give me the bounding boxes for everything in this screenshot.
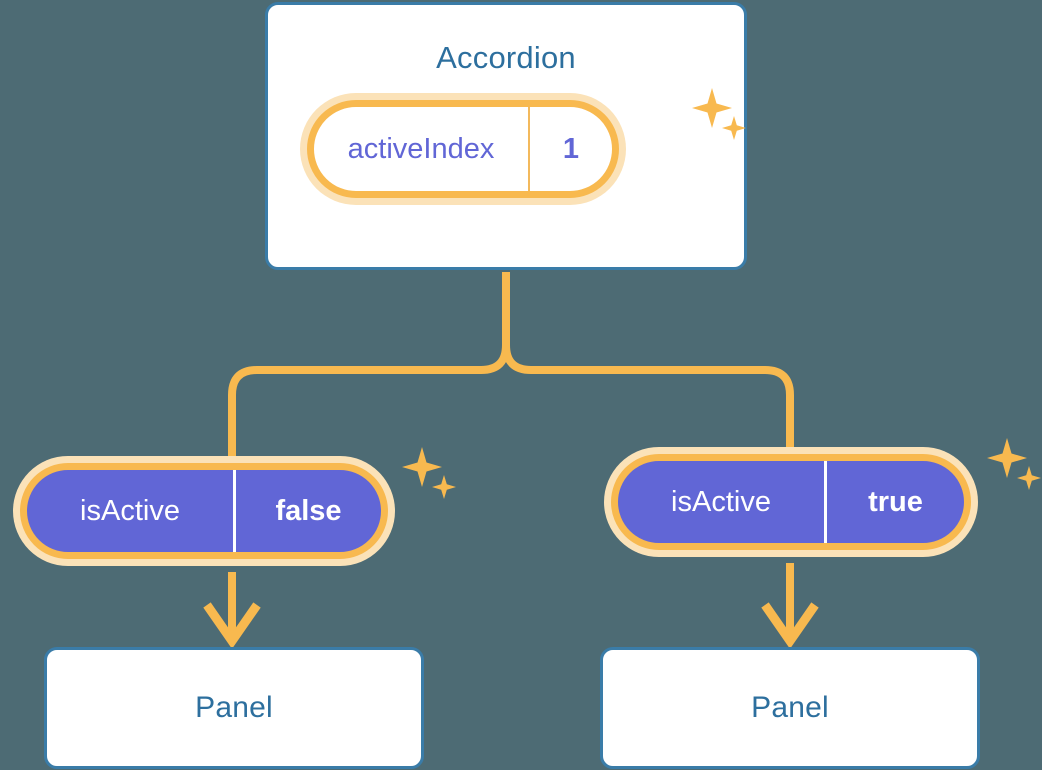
- connector-branch-left: [228, 272, 510, 463]
- prop-pill[interactable]: isActive false: [20, 463, 388, 559]
- arrow-down-icon-left: [203, 602, 261, 649]
- panel-card-title: Panel: [751, 691, 829, 724]
- prop-pill-key: isActive: [671, 485, 771, 518]
- prop-pill-value: false: [233, 470, 381, 552]
- accordion-card-title: Accordion: [436, 40, 576, 75]
- state-pill-value: 1: [528, 107, 612, 191]
- state-pill-active-index[interactable]: activeIndex 1: [307, 100, 619, 198]
- prop-pill-is-active-true[interactable]: isActive true: [611, 454, 971, 550]
- prop-pill-is-active-false[interactable]: isActive false: [20, 463, 388, 559]
- panel-card-left[interactable]: Panel: [44, 647, 424, 769]
- connector-branch-right: [502, 272, 794, 455]
- arrow-down-icon-right: [761, 602, 819, 649]
- panel-card-right[interactable]: Panel: [600, 647, 980, 769]
- state-pill[interactable]: activeIndex 1: [307, 100, 619, 198]
- prop-pill[interactable]: isActive true: [611, 454, 971, 550]
- prop-pill-key: isActive: [80, 494, 180, 527]
- panel-card-title: Panel: [195, 691, 273, 724]
- prop-pill-value: true: [824, 461, 964, 543]
- state-pill-key: activeIndex: [347, 132, 495, 165]
